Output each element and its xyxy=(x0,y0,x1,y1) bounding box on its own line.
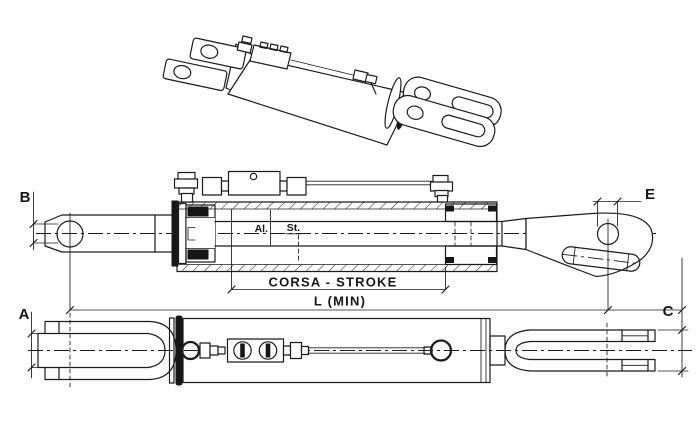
piston-assembly xyxy=(444,203,498,266)
hydraulic-plumbing xyxy=(173,170,454,203)
bottom-view xyxy=(28,312,692,389)
clevis-rear-prong xyxy=(189,37,247,70)
washer-disc xyxy=(168,315,183,386)
valve-block-iso xyxy=(236,35,292,70)
dim-label-c: C xyxy=(663,303,674,320)
ball-fitting xyxy=(180,340,201,361)
section-view: Al. St. xyxy=(36,170,660,278)
cylinder-barrel-iso xyxy=(227,56,413,146)
dimensions-section: B E CORSA - STROKE L (MIN) xyxy=(20,186,687,378)
clevis-front-prong xyxy=(162,58,228,92)
gland-assembly xyxy=(171,200,216,267)
fork-end-front-prong xyxy=(392,94,496,148)
tube-bottom xyxy=(307,347,426,354)
valve-block xyxy=(227,170,281,196)
end-fitting xyxy=(429,339,453,362)
clevis-end-section xyxy=(501,212,654,278)
check-valve-block xyxy=(226,338,285,363)
dim-label-a: A xyxy=(19,306,30,323)
cylinder-barrel xyxy=(176,201,498,273)
hydraulic-tube xyxy=(305,180,434,186)
right-fork-end xyxy=(489,322,656,379)
isometric-view xyxy=(162,35,502,148)
length-dimension-label: L (MIN) xyxy=(314,294,366,309)
piston-rod xyxy=(214,220,503,247)
left-fork-end xyxy=(37,312,177,389)
dimensions-bottom: A C xyxy=(19,303,689,379)
dim-label-b: B xyxy=(20,189,31,206)
stroke-dimension-label: CORSA - STROKE xyxy=(269,275,398,290)
al-label: Al. xyxy=(255,223,269,235)
st-label: St. xyxy=(287,222,301,234)
hydraulic-tube-iso xyxy=(290,59,378,95)
right-elbow-fitting xyxy=(429,174,454,203)
dim-label-e: E xyxy=(645,186,655,203)
cylinder-body-bottom xyxy=(180,317,491,384)
slot-hole xyxy=(561,246,641,272)
left-elbow-fitting xyxy=(173,171,199,203)
